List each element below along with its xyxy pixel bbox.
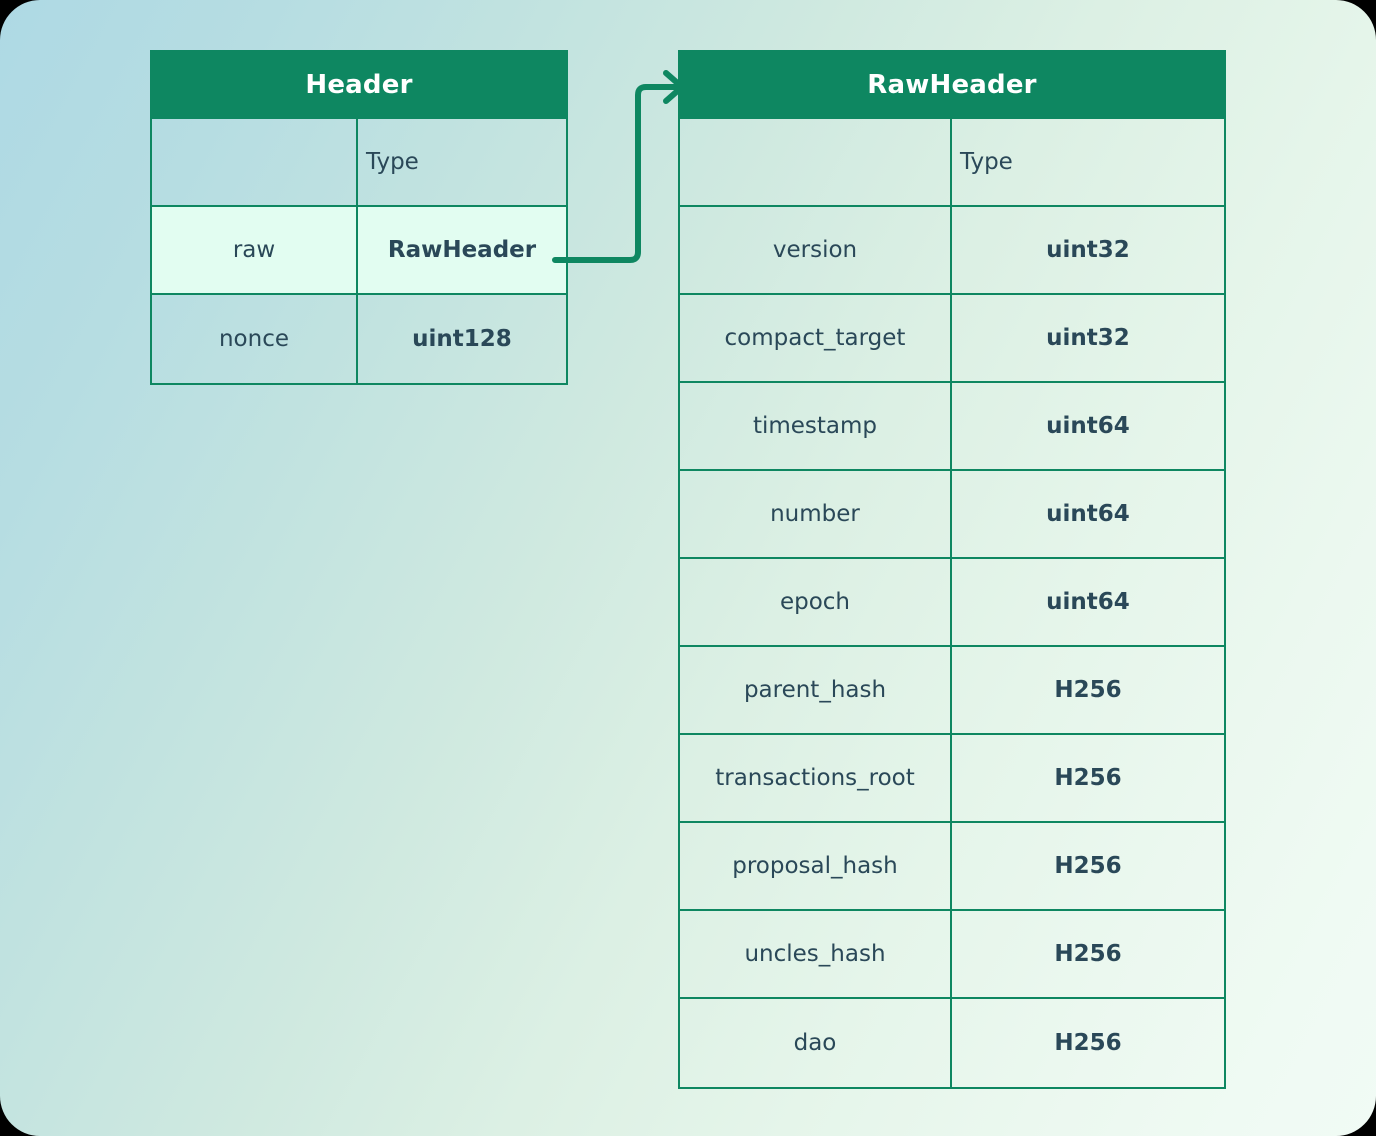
- field-name: dao: [680, 999, 952, 1087]
- field-name: uncles_hash: [680, 911, 952, 997]
- field-type: uint64: [1046, 589, 1130, 615]
- table-row[interactable]: raw RawHeader: [152, 207, 566, 295]
- entity-header-column-row: Type: [152, 119, 566, 207]
- field-type: uint64: [1046, 413, 1130, 439]
- field-type: uint32: [1046, 237, 1130, 263]
- table-row[interactable]: compact_target uint32: [680, 295, 1224, 383]
- field-type: uint32: [1046, 325, 1130, 351]
- field-name: epoch: [680, 559, 952, 645]
- field-type: H256: [1054, 1030, 1122, 1056]
- entity-header[interactable]: Header Type raw RawHeader nonce uint128: [150, 50, 568, 385]
- table-row[interactable]: uncles_hash H256: [680, 911, 1224, 999]
- table-row[interactable]: timestamp uint64: [680, 383, 1224, 471]
- table-row[interactable]: transactions_root H256: [680, 735, 1224, 823]
- entity-header-body: Type raw RawHeader nonce uint128: [150, 119, 568, 385]
- entity-rawheader-col-type-label: Type: [960, 149, 1013, 175]
- field-type: RawHeader: [387, 237, 537, 263]
- entity-header-title: Header: [150, 50, 568, 119]
- field-type: uint64: [1046, 501, 1130, 527]
- field-name: transactions_root: [680, 735, 952, 821]
- field-name: compact_target: [680, 295, 952, 381]
- table-row[interactable]: dao H256: [680, 999, 1224, 1087]
- field-type: H256: [1054, 677, 1122, 703]
- entity-header-col-name-label: [152, 119, 358, 205]
- table-row[interactable]: epoch uint64: [680, 559, 1224, 647]
- field-type: H256: [1054, 941, 1122, 967]
- field-name: number: [680, 471, 952, 557]
- table-row[interactable]: parent_hash H256: [680, 647, 1224, 735]
- field-name: nonce: [152, 295, 358, 383]
- field-name: timestamp: [680, 383, 952, 469]
- field-type: H256: [1054, 853, 1122, 879]
- entity-header-col-type-label: Type: [366, 149, 419, 175]
- entity-rawheader[interactable]: RawHeader Type version uint32 compact_ta…: [678, 50, 1226, 1089]
- field-name: raw: [152, 207, 358, 293]
- field-name: parent_hash: [680, 647, 952, 733]
- entity-rawheader-col-name-label: [680, 119, 952, 205]
- field-type: uint128: [412, 326, 512, 352]
- entity-rawheader-title: RawHeader: [678, 50, 1226, 119]
- entity-rawheader-column-row: Type: [680, 119, 1224, 207]
- field-name: proposal_hash: [680, 823, 952, 909]
- table-row[interactable]: nonce uint128: [152, 295, 566, 383]
- table-row[interactable]: number uint64: [680, 471, 1224, 559]
- table-row[interactable]: proposal_hash H256: [680, 823, 1224, 911]
- field-name: version: [680, 207, 952, 293]
- table-row[interactable]: version uint32: [680, 207, 1224, 295]
- field-type: H256: [1054, 765, 1122, 791]
- entity-rawheader-body: Type version uint32 compact_target uint3…: [678, 119, 1226, 1089]
